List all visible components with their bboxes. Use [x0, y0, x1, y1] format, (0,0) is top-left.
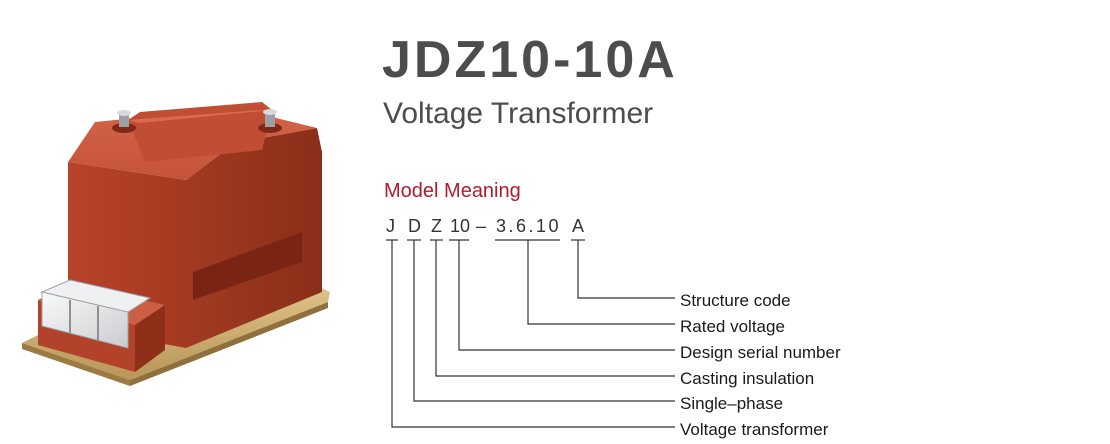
code-char-j: J — [386, 216, 395, 236]
code-char-z: Z — [431, 216, 442, 236]
code-serial: 10 — [450, 216, 470, 236]
code-voltages: 3.6.10 — [496, 216, 561, 236]
terminal-cover — [40, 279, 152, 349]
side-slot — [193, 232, 302, 300]
top-hump — [128, 102, 272, 162]
code-dash: – — [476, 216, 486, 236]
legend-design-serial: Design serial number — [680, 343, 841, 362]
legend-rated-voltage: Rated voltage — [680, 317, 785, 336]
leader-lines — [391, 240, 675, 428]
legend-single-phase: Single–phase — [680, 394, 783, 413]
model-title: JDZ10-10A — [382, 31, 678, 89]
top-bolt-right — [258, 109, 282, 133]
legend-casting-insulation: Casting insulation — [680, 369, 814, 388]
model-meaning-heading: Model Meaning — [384, 180, 521, 202]
legend-voltage-transformer: Voltage transformer — [680, 420, 829, 439]
code-structure: A — [572, 216, 584, 236]
legend-structure-code: Structure code — [680, 291, 791, 310]
code-char-d: D — [408, 216, 421, 236]
transformer-photo — [22, 102, 330, 386]
product-subtitle: Voltage Transformer — [383, 97, 654, 130]
transformer-side — [186, 128, 322, 348]
top-bolt-left — [112, 110, 136, 133]
